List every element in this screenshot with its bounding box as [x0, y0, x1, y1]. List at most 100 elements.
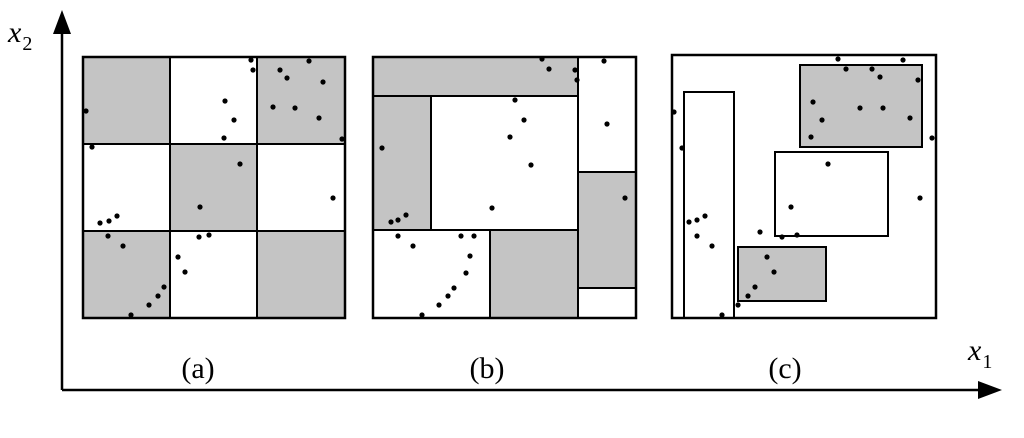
panel-b-left-column — [372, 95, 432, 231]
panel-c-point-21 — [702, 213, 708, 219]
panel-c-frame — [670, 53, 938, 320]
panel-a-point-17 — [197, 204, 203, 210]
panel-b-point-3 — [572, 67, 578, 73]
panel-c-point-17 — [825, 161, 831, 167]
panel-b-right-middle — [577, 171, 637, 289]
panel-b-top-bar — [372, 56, 579, 97]
panel-a-cell-2-1 — [82, 143, 171, 232]
panel-b-point-20 — [471, 233, 477, 239]
panel-a-point-3 — [248, 57, 254, 63]
panel-c-middle-box — [774, 151, 889, 237]
panel-b-point-23 — [451, 285, 457, 291]
x-axis-arrowhead — [978, 381, 1002, 399]
panel-b-point-26 — [419, 312, 425, 318]
panel-c-point-15 — [671, 109, 677, 115]
panel-c-tall-box — [683, 91, 735, 319]
panel-b-bottom-left — [372, 229, 491, 319]
panel-b-point-2 — [546, 66, 552, 72]
panel-a-point-9 — [270, 104, 276, 110]
panel-b-point-17 — [395, 233, 401, 239]
panel-a-point-20 — [106, 218, 112, 224]
panel-a-frame — [81, 55, 347, 320]
panel-c-point-25 — [779, 234, 785, 240]
panel-c-point-23 — [709, 243, 715, 249]
panel-a-point-12 — [339, 136, 345, 142]
panel-b-point-25 — [436, 302, 442, 308]
panel-a-point-15 — [221, 135, 227, 141]
panel-a-point-26 — [175, 254, 181, 260]
panel-a-point-5 — [277, 67, 283, 73]
panel-a-point-2 — [89, 144, 95, 150]
panel-b-point-16 — [403, 212, 409, 218]
panel-a-point-6 — [284, 75, 290, 81]
panel-b-right-top — [577, 56, 637, 173]
panel-a-point-19 — [97, 220, 103, 226]
panel-b-point-24 — [445, 293, 451, 299]
panel-b-label: (b) — [470, 352, 505, 385]
panel-a-point-18 — [330, 195, 336, 201]
panel-c-point-22 — [694, 233, 700, 239]
panel-a-point-4 — [250, 67, 256, 73]
panel-a-point-7 — [306, 58, 312, 64]
panel-c-point-12 — [907, 115, 913, 121]
panel-a-point-1 — [83, 108, 89, 114]
panel-a-points — [83, 57, 345, 318]
panel-a-point-8 — [320, 79, 326, 85]
panel-b — [371, 55, 638, 320]
y-axis-label: x2 — [7, 16, 32, 55]
panel-b-right-bottom — [577, 287, 637, 319]
y-axis-arrowhead — [53, 10, 71, 34]
panel-b-point-11 — [379, 145, 385, 151]
panel-a-label: (a) — [181, 352, 214, 385]
panel-a-cell-3-1 — [82, 230, 171, 319]
panel-a — [81, 55, 347, 320]
panel-a-cell-2-2 — [169, 143, 258, 232]
panel-a-point-31 — [128, 312, 134, 318]
panel-b-point-9 — [528, 162, 534, 168]
panel-b-point-1 — [539, 56, 545, 62]
panel-b-point-8 — [507, 134, 513, 140]
panel-b-point-22 — [463, 270, 469, 276]
panel-a-cell-3-3 — [256, 230, 346, 319]
panel-b-center-block — [430, 95, 579, 231]
x-axis-label-sub: 1 — [982, 351, 992, 373]
panel-c-point-26 — [794, 232, 800, 238]
panel-a-cell-1-3 — [256, 56, 346, 145]
panel-b-points — [379, 56, 628, 318]
panel-a-point-25 — [206, 232, 212, 238]
panel-a-point-28 — [161, 284, 167, 290]
panel-a-point-10 — [292, 105, 298, 111]
axes: x2 x1 — [7, 10, 1002, 399]
y-axis-label-main: x — [7, 16, 22, 49]
panel-b-point-12 — [604, 121, 610, 127]
panel-c-point-10 — [857, 105, 863, 111]
panel-c-point-24 — [757, 229, 763, 235]
panel-b-point-19 — [458, 233, 464, 239]
panel-b-point-14 — [388, 219, 394, 225]
panel-c-point-1 — [835, 56, 841, 62]
panel-c-point-32 — [719, 312, 725, 318]
panel-a-cell-3-2 — [169, 230, 258, 319]
panel-c-point-5 — [900, 57, 906, 63]
panel-a-point-24 — [196, 234, 202, 240]
panel-c-point-8 — [819, 117, 825, 123]
panel-c-point-4 — [877, 74, 883, 80]
panel-a-point-29 — [155, 293, 161, 299]
panel-b-point-18 — [410, 243, 416, 249]
x-axis-label-main: x — [967, 334, 982, 367]
panel-b-point-10 — [489, 205, 495, 211]
panel-b-bottom-center — [489, 229, 579, 319]
panel-c-point-19 — [686, 219, 692, 225]
panel-a-point-14 — [231, 117, 237, 123]
panel-b-point-5 — [601, 58, 607, 64]
panel-c-point-27 — [764, 254, 770, 260]
panel-c — [670, 53, 938, 320]
panel-b-point-21 — [467, 253, 473, 259]
panel-c-point-13 — [929, 135, 935, 141]
panel-c-point-29 — [752, 284, 758, 290]
panel-c-point-28 — [771, 269, 777, 275]
panel-c-point-31 — [735, 302, 741, 308]
panel-c-points — [671, 56, 935, 318]
panel-a-point-16 — [237, 161, 243, 167]
